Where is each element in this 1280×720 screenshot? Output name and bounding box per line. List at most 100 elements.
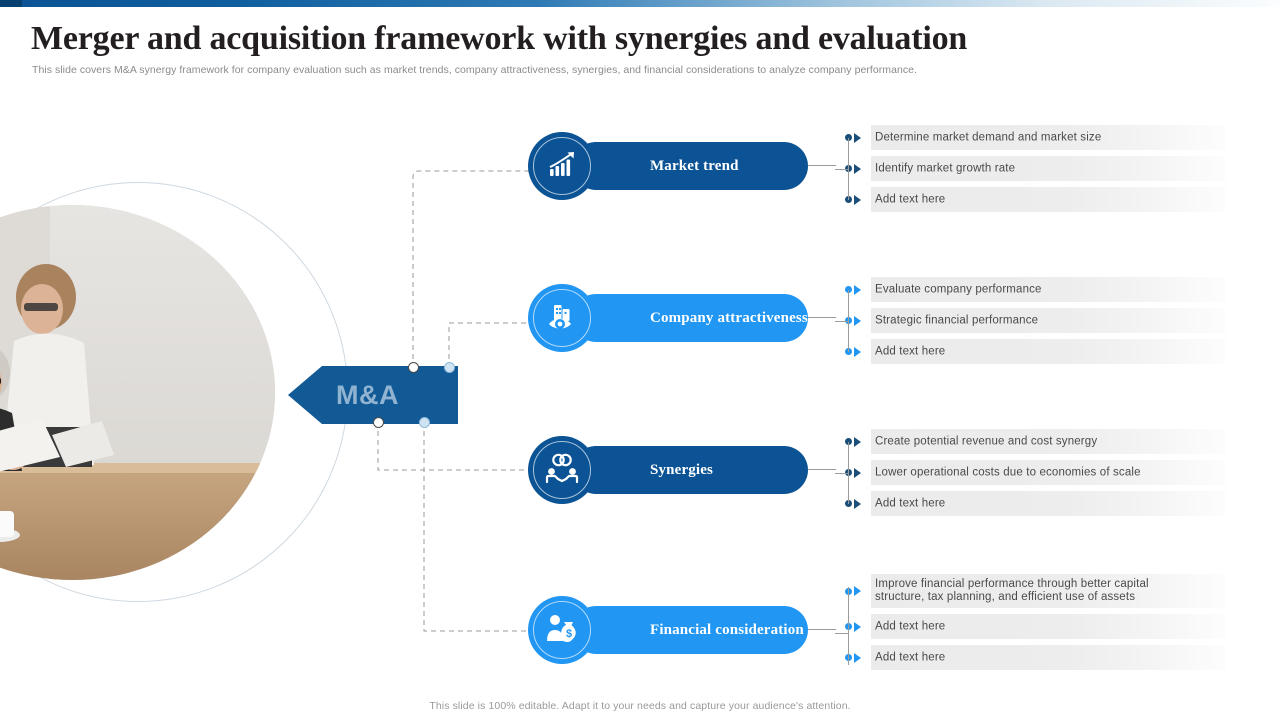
- bullet-text: Evaluate company performance: [875, 283, 1042, 295]
- node-stub-line: [808, 469, 836, 470]
- node-stub-line: [808, 165, 836, 166]
- bullet-background-bar: [871, 339, 1226, 364]
- bullet-row[interactable]: Add text here: [845, 336, 1245, 367]
- top-accent-bar: [0, 0, 1280, 7]
- bullet-background-bar: [871, 187, 1226, 212]
- bullet-text: Add text here: [875, 620, 946, 632]
- bullet-text: Add text here: [875, 345, 946, 357]
- footer-note: This slide is 100% editable. Adapt it to…: [429, 700, 851, 712]
- page-subtitle: This slide covers M&A synergy framework …: [32, 64, 918, 76]
- connector-handle-top-left[interactable]: [408, 362, 419, 373]
- bullet-row[interactable]: Add text here: [845, 184, 1245, 215]
- bullet-dot-icon: [845, 134, 852, 141]
- bullet-marker-icon: [845, 284, 861, 295]
- ma-center-node[interactable]: M&A: [288, 366, 458, 424]
- bullet-row[interactable]: Improve financial performance through be…: [845, 571, 1245, 611]
- connector-handle-top-right[interactable]: [444, 362, 455, 373]
- bullet-row[interactable]: Create potential revenue and cost synerg…: [845, 426, 1245, 457]
- bullet-row[interactable]: Add text here: [845, 488, 1245, 519]
- bullet-row[interactable]: Strategic financial performance: [845, 305, 1245, 336]
- bullet-dot-icon: [845, 438, 852, 445]
- bullet-background-bar: [871, 277, 1226, 302]
- bullet-rail-horizontal: [835, 473, 848, 474]
- bullet-triangle-icon: [854, 498, 861, 509]
- bullet-background-bar: [871, 574, 1226, 608]
- bullet-text: Lower operational costs due to economies…: [875, 466, 1141, 478]
- bullet-triangle-icon: [854, 652, 861, 663]
- node-pill-1[interactable]: Market trend: [572, 142, 808, 190]
- bullet-background-bar: [871, 429, 1226, 454]
- bullet-list-4: Improve financial performance through be…: [835, 571, 1245, 673]
- building-eye-icon[interactable]: [528, 284, 596, 352]
- bullet-row[interactable]: Identify market growth rate: [845, 153, 1245, 184]
- money-bag-person-icon-glyph: $: [545, 611, 579, 650]
- team-photo-illustration: [0, 205, 275, 580]
- bullet-rail-horizontal: [835, 633, 848, 634]
- page-title: Merger and acquisition framework with sy…: [31, 20, 968, 57]
- top-accent-bar-cap: [0, 0, 22, 7]
- bullet-marker-icon: [845, 132, 861, 143]
- bullet-triangle-icon: [854, 586, 861, 596]
- branch-node-1: Market trend: [528, 122, 1228, 212]
- building-eye-icon-glyph: [545, 299, 579, 338]
- connector-handle-bottom-left[interactable]: [373, 417, 384, 428]
- bullet-rail-vertical: [848, 290, 849, 352]
- bullet-marker-icon: [845, 436, 861, 447]
- bullet-triangle-icon: [854, 163, 861, 174]
- svg-text:$: $: [566, 628, 572, 640]
- bullet-text: Determine market demand and market size: [875, 131, 1102, 143]
- bullet-text: Strategic financial performance: [875, 314, 1039, 326]
- bullet-dot-icon: [845, 286, 852, 293]
- ma-center-label: M&A: [336, 379, 399, 410]
- bullet-triangle-icon: [854, 436, 861, 447]
- node-label: Financial consideration: [650, 621, 804, 638]
- growth-bar-chart-icon[interactable]: [528, 132, 596, 200]
- team-photo: [0, 205, 275, 580]
- node-label: Market trend: [650, 157, 739, 174]
- node-stub-line: [808, 317, 836, 318]
- bullet-row[interactable]: Add text here: [845, 611, 1245, 642]
- bullet-triangle-icon: [854, 284, 861, 295]
- bullet-background-bar: [871, 460, 1226, 485]
- bullet-text: Improve financial performance through be…: [875, 578, 1149, 603]
- branch-node-3: Synergies: [528, 426, 1228, 516]
- node-stub-line: [808, 629, 836, 630]
- branch-node-4: Financial consideration $: [528, 586, 1228, 676]
- bullet-triangle-icon: [854, 467, 861, 478]
- node-pill-2[interactable]: Company attractiveness: [572, 294, 808, 342]
- bullet-background-bar: [871, 125, 1226, 150]
- bullet-background-bar: [871, 614, 1226, 639]
- bullet-triangle-icon: [854, 194, 861, 205]
- branch-node-2: Company attractiveness: [528, 274, 1228, 364]
- node-label: Company attractiveness: [650, 309, 808, 326]
- bullet-background-bar: [871, 645, 1226, 670]
- bullet-row[interactable]: Add text here: [845, 642, 1245, 673]
- money-bag-person-icon[interactable]: $: [528, 596, 596, 664]
- bullet-triangle-icon: [854, 346, 861, 357]
- partnership-handshake-icon-glyph: [545, 451, 579, 490]
- bullet-row[interactable]: Lower operational costs due to economies…: [845, 457, 1245, 488]
- bullet-text: Add text here: [875, 497, 946, 509]
- bullet-text: Create potential revenue and cost synerg…: [875, 435, 1098, 447]
- connector-handle-bottom-right[interactable]: [419, 417, 430, 428]
- bullet-rail-horizontal: [835, 169, 848, 170]
- node-pill-4[interactable]: Financial consideration: [572, 606, 808, 654]
- bullet-triangle-icon: [854, 132, 861, 143]
- bullet-text: Add text here: [875, 193, 946, 205]
- growth-bar-chart-icon-glyph: [545, 147, 579, 186]
- bullet-text: Identify market growth rate: [875, 162, 1016, 174]
- bullet-text: Add text here: [875, 651, 946, 663]
- bullet-list-3: Create potential revenue and cost synerg…: [835, 426, 1245, 519]
- bullet-background-bar: [871, 491, 1226, 516]
- bullet-rail-vertical: [848, 442, 849, 504]
- partnership-handshake-icon[interactable]: [528, 436, 596, 504]
- bullet-background-bar: [871, 308, 1226, 333]
- bullet-row[interactable]: Evaluate company performance: [845, 274, 1245, 305]
- bullet-rail-vertical: [848, 138, 849, 200]
- bullet-triangle-icon: [854, 315, 861, 326]
- bullet-rail-vertical: [848, 587, 849, 665]
- bullet-row[interactable]: Determine market demand and market size: [845, 122, 1245, 153]
- node-pill-3[interactable]: Synergies: [572, 446, 808, 494]
- node-label: Synergies: [650, 461, 714, 478]
